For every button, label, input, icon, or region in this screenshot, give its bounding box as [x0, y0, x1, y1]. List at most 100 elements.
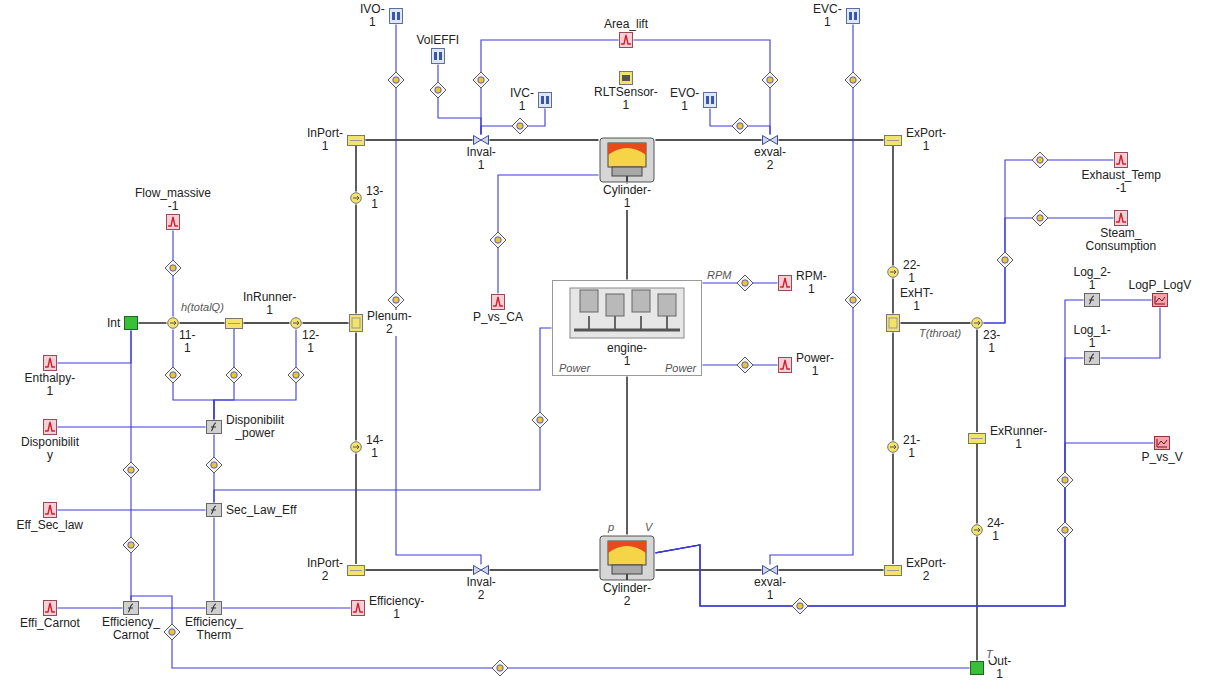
link-diamond	[473, 72, 489, 88]
junc-component: 14-1	[350, 441, 362, 453]
link-diamond	[762, 72, 778, 88]
component-label: Exhaust_Temp -1	[1081, 169, 1162, 195]
component-label: Efficiency_ Carnot	[101, 616, 161, 642]
component-label: 12-1	[301, 329, 320, 355]
flow-connection	[180, 322, 225, 323]
junc-component: 21-1	[887, 441, 899, 453]
mon-component: Eff_Sec_law	[43, 502, 57, 518]
flow-connection	[656, 569, 762, 570]
link-diamond	[532, 412, 548, 428]
component-label: exval-2	[753, 146, 787, 172]
link-diamond	[1032, 152, 1048, 168]
signal-wire	[214, 328, 552, 503]
link-diamond	[388, 292, 404, 308]
bound-component: Out-1	[970, 661, 984, 675]
link-diamond	[1032, 210, 1048, 226]
mon-component: Efficiency-1	[351, 600, 365, 616]
plot-component: LogP_LogV	[1152, 293, 1168, 307]
flow-connection	[976, 444, 977, 524]
component-label: ExPort-1	[905, 127, 947, 153]
link-diamond	[288, 367, 304, 383]
link-diamond	[165, 260, 181, 276]
component-label: InPort-1	[306, 127, 344, 153]
param-component: EVC-1	[846, 8, 860, 24]
component-label: InPort-2	[306, 557, 344, 583]
link-diamond	[732, 118, 748, 134]
fx-component: Disponibilit _power	[206, 420, 222, 434]
link-diamond	[164, 624, 180, 640]
component-label: Flow_massive -1	[134, 187, 212, 213]
param-component: IVC-1	[538, 92, 552, 108]
link-diamond	[737, 357, 753, 373]
rlt-component: RLTSensor-1	[619, 71, 633, 85]
component-label: 22-1	[902, 259, 921, 285]
pipe-component: ExPort-1	[884, 135, 902, 146]
fx-component: Efficiency_ Therm	[206, 601, 222, 615]
port-label: Power	[558, 362, 591, 374]
component-label: Int	[106, 317, 121, 330]
link-diamond	[845, 292, 861, 308]
flow-connection	[976, 537, 977, 661]
port-label: RPM	[706, 269, 732, 281]
signal-wire	[58, 331, 132, 364]
flow-connection	[139, 322, 167, 323]
mon-component: Flow_massive -1	[166, 214, 180, 230]
signal-wire	[58, 509, 206, 510]
component-label: Cylinder-2	[602, 582, 652, 608]
component-label: RPM-1	[795, 270, 828, 296]
junc-component: 12-1	[290, 317, 302, 329]
flow-connection	[303, 322, 349, 323]
component-label: RLTSensor-1	[593, 86, 659, 112]
component-label: Inval-2	[466, 576, 497, 602]
component-label: P_vs_V	[1141, 451, 1184, 464]
component-label: P_vs_CA	[472, 311, 524, 324]
link-diamond	[388, 72, 404, 88]
valve-component: Inval-1	[473, 135, 489, 145]
component-label: exval-1	[753, 576, 787, 602]
junc-component: 22-1	[887, 266, 899, 278]
valve-component: exval-1	[762, 565, 778, 575]
flow-connection	[892, 333, 893, 441]
component-label: 13-1	[365, 185, 384, 211]
component-label: 23-1	[982, 329, 1001, 355]
fx-component: Log_2-1	[1084, 293, 1100, 307]
flow-connection	[490, 139, 599, 140]
port-label: T	[985, 648, 994, 660]
component-label: Efficiency_ Therm	[184, 616, 244, 642]
link-diamond	[123, 462, 139, 478]
component-label: Steam_ Consumption	[1085, 227, 1158, 253]
component-label: ExRunner-1	[989, 425, 1048, 451]
mon-component: Power-1	[778, 357, 792, 373]
link-diamond	[123, 537, 139, 553]
cyl-component: Cylinder-2	[599, 535, 655, 581]
component-label: InRunner-1	[242, 291, 297, 317]
signal-wire	[656, 358, 1084, 606]
component-label: Log_1-1	[1073, 324, 1112, 350]
plenum-component: ExHT-1	[886, 314, 900, 332]
component-label: Efficiency-1	[368, 595, 425, 621]
port-label: V	[644, 521, 653, 533]
port-label: h(totalQ)	[180, 301, 225, 313]
flow-connection	[892, 279, 893, 314]
component-label: 14-1	[365, 434, 384, 460]
link-diamond	[845, 72, 861, 88]
fx-component: Sec_Law_Eff	[206, 503, 222, 517]
signal-wire	[1101, 299, 1152, 300]
flow-connection	[892, 146, 893, 266]
component-label: EVC-1	[812, 3, 843, 29]
mon-component: P_vs_CA	[491, 294, 505, 310]
component-label: 11-1	[178, 329, 196, 355]
param-component: IVO-1	[389, 8, 403, 24]
signal-wire	[656, 443, 1154, 606]
flow-connection	[901, 322, 971, 323]
component-label: Log_2-1	[1073, 266, 1112, 292]
junc-component: 24-1	[971, 524, 983, 536]
link-diamond	[997, 252, 1013, 268]
junc-component: 13-1	[350, 192, 362, 204]
plot-component: P_vs_V	[1154, 436, 1170, 450]
link-diamond	[226, 367, 242, 383]
component-label: ExHT-1	[899, 287, 934, 313]
link-diamond	[1057, 522, 1073, 538]
component-label: LogP_LogV	[1128, 279, 1193, 292]
